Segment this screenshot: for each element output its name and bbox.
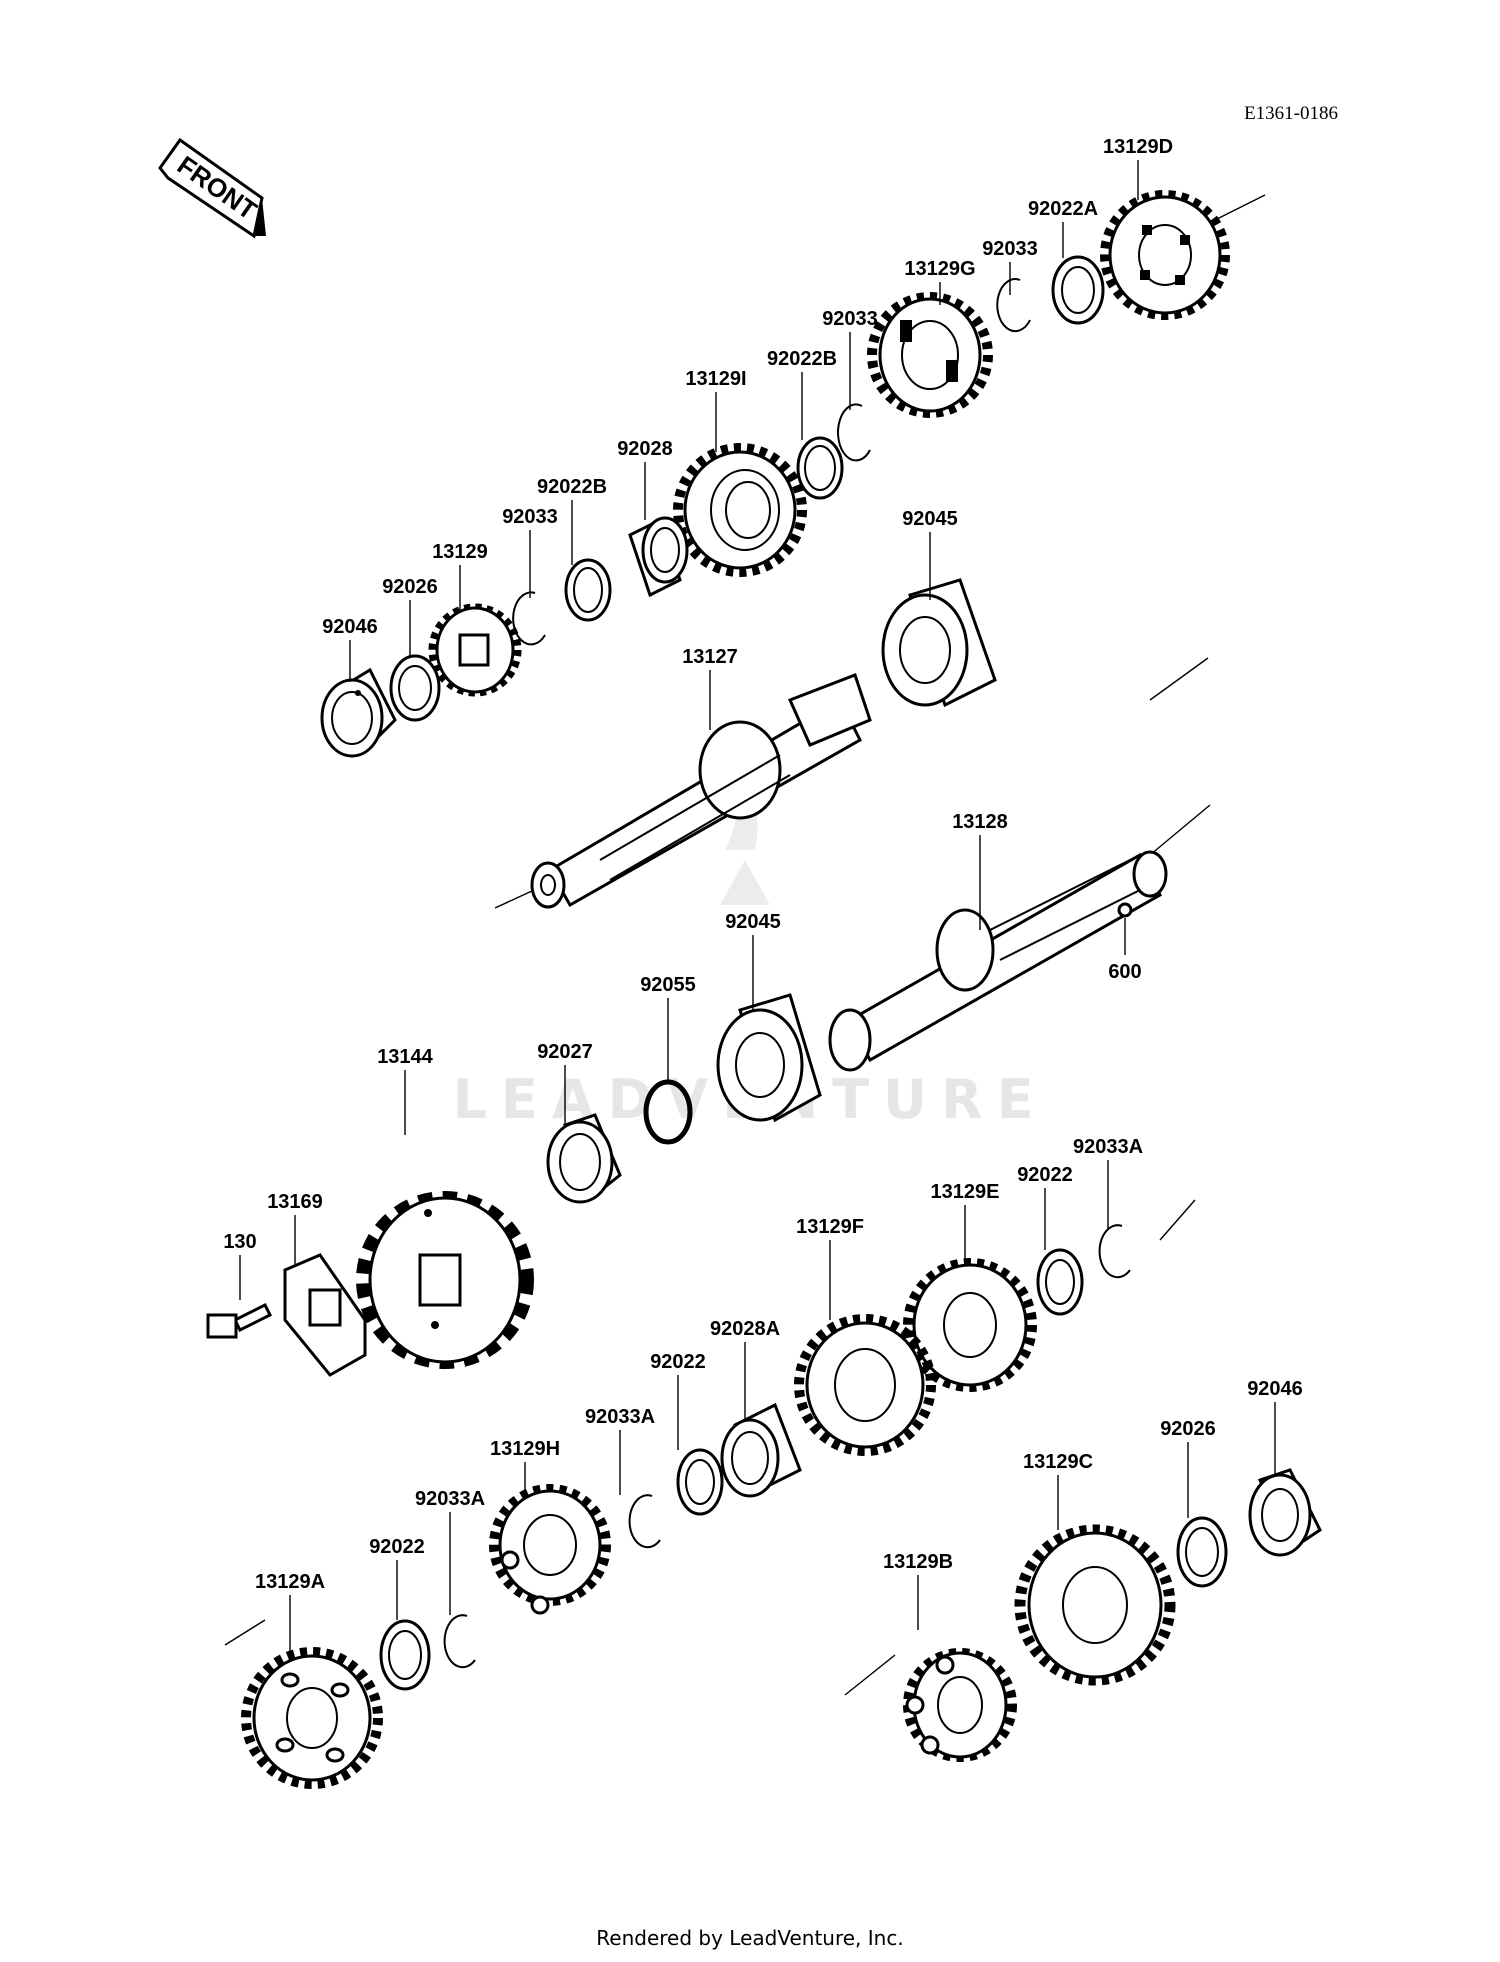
- label-13129E: 13129E: [931, 1181, 1000, 1203]
- label-13129B: 13129B: [883, 1551, 953, 1573]
- label-92027: 92027: [537, 1041, 593, 1063]
- label-13129A: 13129A: [255, 1571, 325, 1593]
- ball-600: [1117, 902, 1133, 918]
- washer-92022A: [1051, 255, 1105, 325]
- label-92033-b: 92033: [822, 308, 878, 330]
- label-92028: 92028: [617, 438, 673, 460]
- label-92055: 92055: [640, 974, 696, 996]
- front-arrow-icon: FRONT: [158, 137, 266, 239]
- washer-92022B-b: [564, 558, 612, 622]
- circlip-92033A-a: [1098, 1224, 1131, 1279]
- washer-92022-a: [1036, 1248, 1084, 1316]
- circlip-92033-a: [996, 278, 1031, 333]
- label-13129D: 13129D: [1103, 136, 1173, 158]
- label-92033-c: 92033: [502, 506, 558, 528]
- gear-13129A: [241, 1647, 383, 1789]
- label-92033A-b: 92033A: [585, 1406, 655, 1428]
- gear-13129H: [489, 1484, 611, 1615]
- label-13129C: 13129C: [1023, 1451, 1093, 1473]
- label-92033-a: 92033: [982, 238, 1038, 260]
- label-92022A: 92022A: [1028, 198, 1098, 220]
- label-92022B-a: 92022B: [767, 348, 837, 370]
- countershaft-13128: [828, 850, 1168, 1072]
- label-92022-b: 92022: [650, 1351, 706, 1373]
- circlip-92033A-c: [443, 1614, 476, 1669]
- bearing-92028: [628, 516, 689, 598]
- label-92022-a: 92022: [1017, 1164, 1073, 1186]
- bearing-92046-b: [1248, 1468, 1322, 1557]
- label-92045-a: 92045: [902, 508, 958, 530]
- label-92046-b: 92046: [1247, 1378, 1303, 1400]
- washer-92022B-a: [796, 436, 844, 500]
- leader-lines: [239, 160, 1276, 1652]
- label-92028A: 92028A: [710, 1318, 780, 1340]
- label-13129: 13129: [432, 541, 488, 563]
- label-130: 130: [223, 1231, 256, 1253]
- circlip-92033-b: [837, 403, 871, 462]
- mainshaft-13127: [530, 673, 872, 909]
- plate-13169: [283, 1253, 367, 1377]
- collar-92027: [546, 1113, 622, 1204]
- bolt-130: [206, 1302, 273, 1339]
- label-13169: 13169: [267, 1191, 323, 1213]
- label-92026-b: 92026: [1160, 1418, 1216, 1440]
- bearing-92028A: [720, 1402, 802, 1498]
- part-labels: 13129D 92022A 92033 13129G 92033 92022B …: [223, 136, 1303, 1593]
- bearing-92046-a: [320, 667, 397, 758]
- label-92033A-a: 92033A: [1073, 1136, 1143, 1158]
- label-600: 600: [1108, 961, 1141, 983]
- gear-13129: [428, 603, 522, 697]
- gear-13129I: [673, 443, 807, 577]
- sprocket-13144: [356, 1191, 534, 1369]
- label-92026-a: 92026: [382, 576, 438, 598]
- gear-13129B: [903, 1648, 1017, 1762]
- footer-credit: Rendered by LeadVenture, Inc.: [596, 1926, 903, 1950]
- label-13129F: 13129F: [796, 1216, 864, 1238]
- gear-13129C: [1014, 1524, 1176, 1686]
- label-13144: 13144: [377, 1046, 433, 1068]
- diagram-code: E1361-0186: [1244, 103, 1338, 124]
- washer-92026-a: [389, 654, 441, 722]
- washer-92026-b: [1176, 1516, 1228, 1588]
- bearing-92045-b: [716, 993, 822, 1123]
- label-92045-b: 92045: [725, 911, 781, 933]
- gear-13129E: [903, 1258, 1037, 1392]
- label-13129I: 13129I: [685, 368, 746, 390]
- label-92033A-c: 92033A: [415, 1488, 485, 1510]
- gear-13129D: [1100, 190, 1230, 320]
- gear-13129F: [794, 1314, 936, 1456]
- label-13129G: 13129G: [904, 258, 975, 280]
- circlip-92033-c: [512, 591, 546, 646]
- gear-13129G: [867, 292, 993, 418]
- washer-92022-b: [676, 1448, 724, 1516]
- label-92022-c: 92022: [369, 1536, 425, 1558]
- label-13127: 13127: [682, 646, 738, 668]
- circlip-92033A-b: [628, 1494, 661, 1549]
- washer-92022-c: [379, 1619, 431, 1691]
- label-13129H: 13129H: [490, 1438, 560, 1460]
- label-13128: 13128: [952, 811, 1008, 833]
- label-92022B-b: 92022B: [537, 476, 607, 498]
- bearing-92045-a: [881, 578, 997, 708]
- label-92046-a: 92046: [322, 616, 378, 638]
